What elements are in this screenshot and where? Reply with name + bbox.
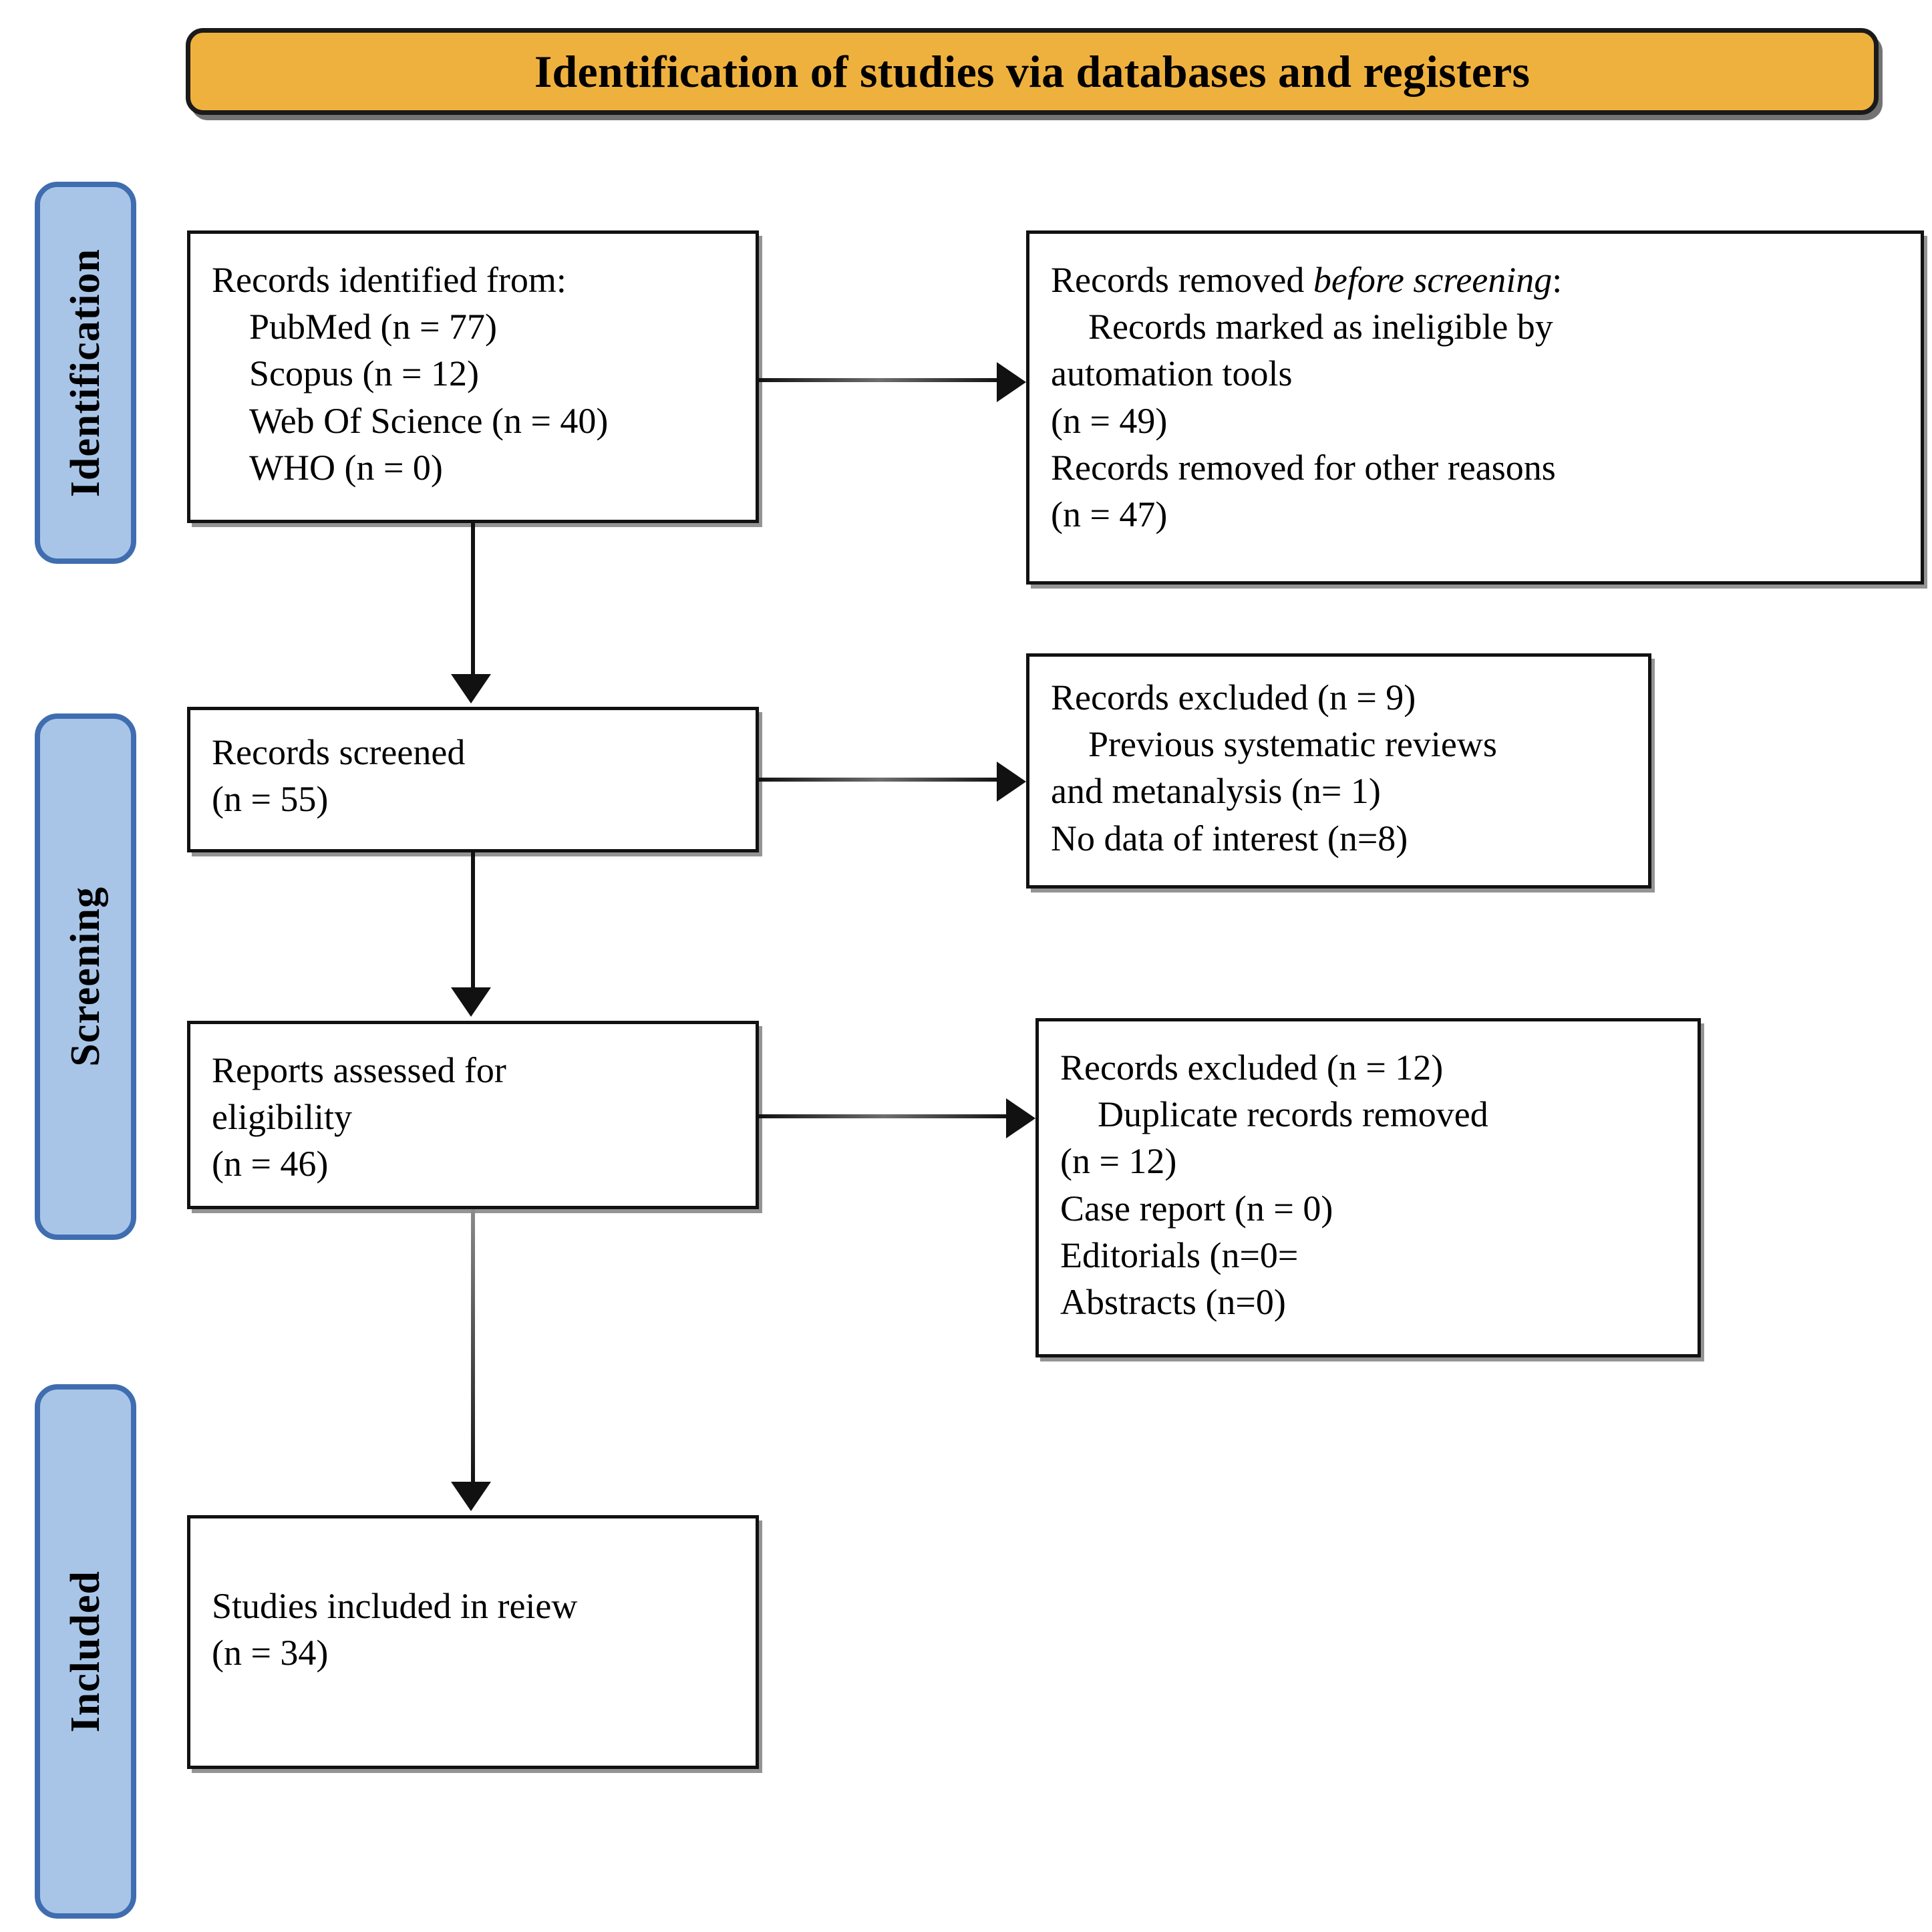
- page-title: Identification of studies via databases …: [534, 46, 1531, 97]
- box-line: (n = 46): [212, 1144, 329, 1184]
- arrowhead-down-icon: [451, 987, 491, 1017]
- arrowhead-right-icon: [997, 762, 1026, 802]
- box-line: (n = 34): [212, 1633, 329, 1673]
- box-line: Previous systematic reviews: [1088, 724, 1497, 765]
- box-line: Reports assessed for: [212, 1050, 506, 1090]
- connector-identified-to-removed: [759, 378, 1001, 382]
- box-line: eligibility: [212, 1097, 352, 1138]
- connector-identified-to-screened: [471, 523, 475, 678]
- box-line: automation tools: [1051, 353, 1293, 394]
- stage-tab-screening: Screening: [35, 713, 136, 1240]
- box-line: Records excluded (n = 9): [1051, 677, 1416, 717]
- box-line: WHO (n = 0): [249, 447, 443, 488]
- flow-box-reports-assessed-eligibility: Reports assessed for eligibility (n = 46…: [187, 1021, 759, 1209]
- box-line: Duplicate records removed: [1098, 1094, 1488, 1135]
- stage-label-screening: Screening: [63, 887, 108, 1067]
- box-line: Abstracts (n=0): [1060, 1281, 1286, 1322]
- flow-box-records-excluded-eligibility: Records excluded (n = 12) Duplicate reco…: [1035, 1018, 1701, 1357]
- flow-box-records-screened: Records screened (n = 55): [187, 707, 759, 852]
- stage-label-included: Included: [63, 1570, 108, 1733]
- title-suffix: :: [1552, 260, 1563, 300]
- stage-label-identification: Identification: [63, 248, 108, 498]
- connector-screened-to-assessed: [471, 852, 475, 991]
- flow-box-records-identified: Records identified from: PubMed (n = 77)…: [187, 230, 759, 523]
- flow-box-body: Records screened (n = 55): [190, 710, 756, 836]
- title-italic: before screening: [1313, 260, 1553, 300]
- box-line: Records screened: [212, 732, 466, 772]
- arrowhead-down-icon: [451, 1482, 491, 1511]
- flow-box-body: Records excluded (n = 9) Previous system…: [1029, 657, 1648, 875]
- box-line: (n = 47): [1051, 494, 1168, 534]
- flow-box-records-removed-before-screening: Records removed before screening: Record…: [1026, 230, 1924, 585]
- arrowhead-right-icon: [1006, 1098, 1035, 1138]
- box-line-title: Records removed before screening:: [1051, 257, 1901, 303]
- arrowhead-down-icon: [451, 674, 491, 703]
- box-line: Records excluded (n = 12): [1060, 1048, 1444, 1088]
- box-line: Web Of Science (n = 40): [249, 400, 609, 441]
- box-line: Case report (n = 0): [1060, 1188, 1333, 1229]
- box-line: Records removed for other reasons: [1051, 447, 1556, 488]
- box-line: (n = 55): [212, 779, 329, 820]
- stage-tab-included: Included: [35, 1384, 136, 1919]
- box-line: Records marked as ineligible by: [1088, 307, 1553, 347]
- flow-box-body: Records excluded (n = 12) Duplicate reco…: [1039, 1021, 1698, 1339]
- flow-box-body: Studies included in reiew (n = 34): [190, 1518, 756, 1689]
- box-line: PubMed (n = 77): [249, 307, 497, 347]
- box-line: and metanalysis (n= 1): [1051, 771, 1381, 812]
- box-line: (n = 49): [1051, 400, 1168, 441]
- box-line: No data of interest (n=8): [1051, 818, 1408, 858]
- box-line: Records identified from:: [212, 260, 567, 300]
- box-line: Scopus (n = 12): [249, 353, 479, 394]
- flow-box-body: Reports assessed for eligibility (n = 46…: [190, 1024, 756, 1201]
- arrowhead-right-icon: [997, 362, 1026, 402]
- connector-screened-to-excluded: [759, 778, 1001, 782]
- box-line: (n = 12): [1060, 1141, 1177, 1182]
- connector-assessed-to-included: [471, 1209, 475, 1486]
- flow-box-body: Records removed before screening: Record…: [1029, 234, 1921, 551]
- flow-box-body: Records identified from: PubMed (n = 77)…: [190, 234, 756, 504]
- stage-tab-identification: Identification: [35, 182, 136, 564]
- flow-box-studies-included: Studies included in reiew (n = 34): [187, 1515, 759, 1769]
- flow-box-records-excluded-screening: Records excluded (n = 9) Previous system…: [1026, 653, 1651, 889]
- diagram-header-banner: Identification of studies via databases …: [186, 28, 1879, 115]
- title-prefix: Records removed: [1051, 260, 1313, 300]
- box-line: Studies included in reiew: [212, 1586, 578, 1626]
- box-line: Editorials (n=0=: [1060, 1235, 1299, 1275]
- connector-assessed-to-excluded: [759, 1114, 1010, 1118]
